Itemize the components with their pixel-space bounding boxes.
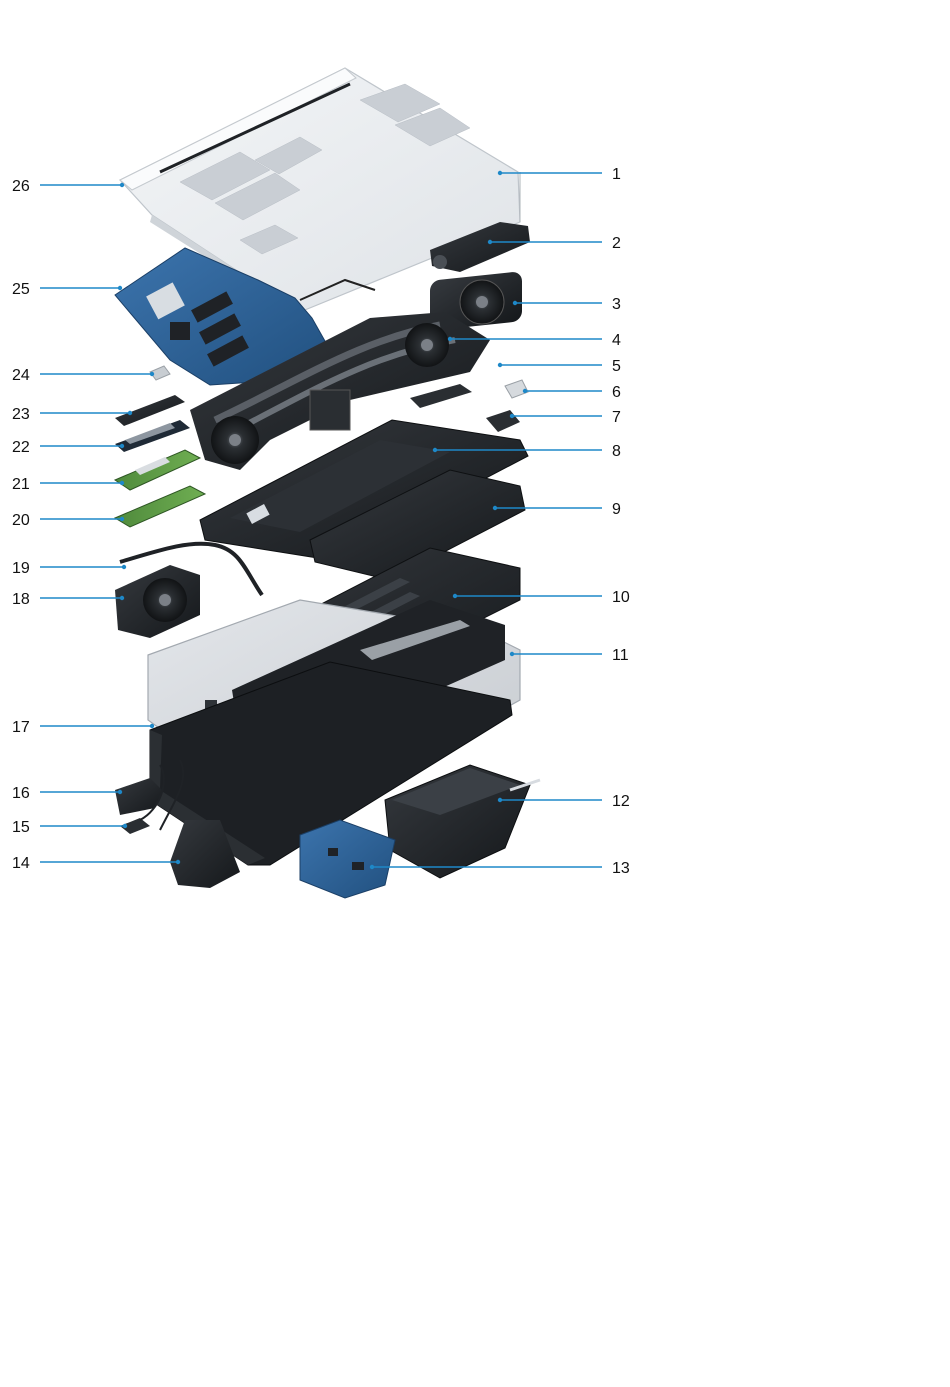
ssd-shield-part [115,395,185,426]
callout-3: 3 [513,296,621,313]
callout-5: 5 [498,358,621,375]
small-bracket-part [410,380,528,432]
callout-label-22: 22 [12,439,30,456]
callout-label-12: 12 [612,793,630,810]
callout-label-15: 15 [12,819,30,836]
callout-13: 13 [370,860,630,877]
callout-label-2: 2 [612,235,621,252]
callout-label-14: 14 [12,855,30,872]
callout-24: 24 [12,367,154,384]
callout-14: 14 [12,855,180,872]
callout-23: 23 [12,406,132,423]
antenna-part [115,778,162,815]
callout-26: 26 [12,178,124,195]
callout-label-9: 9 [612,501,621,518]
callout-label-19: 19 [12,560,30,577]
callout-17: 17 [12,719,154,736]
callout-label-20: 20 [12,512,30,529]
callout-7: 7 [510,409,621,426]
callout-label-21: 21 [12,476,30,493]
touchpad-part [385,765,540,878]
callout-label-7: 7 [612,409,621,426]
callout-label-1: 1 [612,166,621,183]
callout-6: 6 [523,384,621,401]
callout-19: 19 [12,560,126,577]
callout-label-6: 6 [612,384,621,401]
callout-label-26: 26 [12,178,30,195]
callout-label-10: 10 [612,589,630,606]
callout-label-16: 16 [12,785,30,802]
callout-label-24: 24 [12,367,30,384]
callout-label-8: 8 [612,443,621,460]
callout-label-5: 5 [612,358,621,375]
callout-22: 22 [12,439,124,456]
callout-label-3: 3 [612,296,621,313]
callout-label-18: 18 [12,591,30,608]
callout-16: 16 [12,785,122,802]
memory-module-2-part [115,486,205,527]
callout-label-4: 4 [612,332,621,349]
callout-label-25: 25 [12,281,30,298]
callout-label-11: 11 [612,647,629,664]
memory-module-1-part [115,450,200,490]
io-board-part [300,820,395,898]
callout-11: 11 [510,647,629,664]
fan-left-part [115,565,200,638]
callout-20: 20 [12,512,124,529]
callout-18: 18 [12,591,124,608]
callout-21: 21 [12,476,124,493]
callout-25: 25 [12,281,122,298]
callout-15: 15 [12,819,127,836]
callout-label-13: 13 [612,860,630,877]
callout-label-17: 17 [12,719,30,736]
callout-label-23: 23 [12,406,30,423]
